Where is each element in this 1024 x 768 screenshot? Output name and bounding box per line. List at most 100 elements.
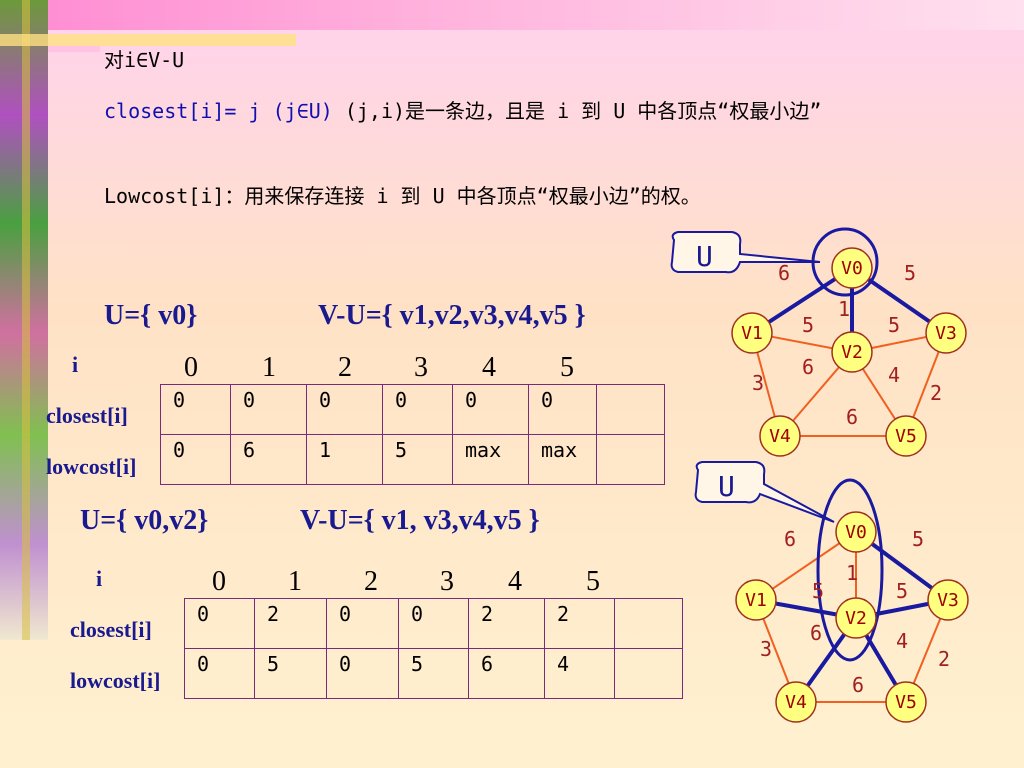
closest-label-step1: closest[i]	[46, 403, 128, 428]
closest-row: 0 0 0 0 0 0	[160, 384, 665, 435]
node-label: V2	[841, 342, 863, 363]
u-set-step1: U={ v0}	[104, 300, 198, 331]
index-header: 4	[508, 566, 522, 597]
graph-step2: U V0 V1 V2 V3 V4 V5 6 5 1 5 5 6 4 3 2 6	[694, 461, 969, 723]
edge-weight: 5	[802, 313, 814, 337]
edge-weight: 6	[852, 673, 864, 697]
edge-weight: 5	[896, 579, 908, 603]
lowcost-cell: 0	[160, 434, 231, 485]
edge-weight: 4	[896, 629, 908, 653]
i-label-step2: i	[96, 566, 103, 591]
node-label: V1	[745, 590, 767, 611]
lowcost-cell: max	[452, 434, 529, 485]
u-callout-label: U	[696, 240, 713, 273]
edge-weight: 1	[838, 297, 850, 321]
node-v0	[831, 247, 873, 289]
node-label: V4	[785, 692, 807, 713]
node-v3	[927, 579, 969, 621]
node-v4	[775, 681, 817, 723]
index-header: 3	[440, 566, 454, 597]
array-table-step1: 0 0 0 0 0 0 0 6 1 5 max max	[160, 384, 665, 485]
index-header: 2	[338, 352, 352, 383]
vu-set-step2: V-U={ v1, v3,v4,v5 }	[300, 505, 540, 536]
empty-cell	[614, 648, 683, 699]
node-v0	[835, 511, 877, 553]
edge-weight: 6	[802, 355, 814, 379]
edge-weight: 2	[938, 647, 950, 671]
node-label: V0	[841, 258, 863, 279]
lowcost-cell-min: 4	[544, 648, 615, 699]
closest-cell: 0	[160, 384, 231, 435]
node-label: V3	[935, 323, 957, 344]
lowcost-label-step1: lowcost[i]	[46, 454, 137, 479]
node-v2	[831, 331, 873, 373]
node-label: V4	[769, 426, 791, 447]
empty-cell	[614, 598, 683, 649]
node-v5	[885, 681, 927, 723]
u-callout-bubble	[694, 461, 835, 523]
lowcost-cell: 6	[230, 434, 307, 485]
u-set-step2: U={ v0,v2}	[80, 505, 209, 536]
left-decor-stripe	[22, 0, 30, 640]
array-table-step2: 0 2 0 0 2 2 0 5 0 5 6 4	[184, 598, 683, 699]
node-label: V3	[937, 590, 959, 611]
node-v2	[835, 597, 877, 639]
node-v1	[731, 312, 773, 354]
closest-label-step2: closest[i]	[70, 617, 152, 642]
index-header: 5	[586, 566, 600, 597]
node-v5	[885, 415, 927, 457]
node-v1	[735, 579, 777, 621]
definition-line-3: Lowcost[i]：用来保存连接 i 到 U 中各顶点“权最小边”的权。	[104, 184, 701, 208]
lowcost-row: 0 6 1 5 max max	[160, 434, 665, 485]
u-callout-label: U	[718, 470, 735, 503]
node-label: V5	[895, 692, 917, 713]
edge-weight: 6	[778, 261, 790, 285]
closest-explanation: (j,i)是一条边，且是 i 到 U 中各顶点“权最小边”	[332, 99, 822, 123]
index-header: 4	[482, 352, 496, 383]
node-label: V2	[845, 608, 867, 629]
definition-line-1: 对i∈V-U	[104, 48, 185, 72]
empty-cell	[596, 384, 665, 435]
node-label: V5	[895, 426, 917, 447]
closest-cell: 0	[398, 598, 469, 649]
node-v4	[759, 415, 801, 457]
closest-cell: 0	[184, 598, 255, 649]
edge-weight: 1	[846, 561, 858, 585]
lowcost-cell: 5	[254, 648, 327, 699]
index-header: 5	[560, 352, 574, 383]
closest-cell: 0	[230, 384, 307, 435]
header-accent-bar	[0, 34, 296, 46]
lowcost-cell: 0	[326, 648, 399, 699]
empty-cell	[596, 434, 665, 485]
i-label-step1: i	[72, 352, 79, 377]
closest-cell: 0	[528, 384, 597, 435]
closest-cell: 0	[382, 384, 453, 435]
closest-row: 0 2 0 0 2 2	[184, 598, 683, 649]
vu-set-step1: V-U={ v1,v2,v3,v4,v5 }	[318, 300, 586, 331]
index-header: 0	[184, 352, 198, 383]
top-decor-band	[0, 0, 1024, 30]
edge-weight: 5	[812, 579, 824, 603]
closest-definition: closest[i]= j (j∈U)	[104, 99, 333, 123]
index-header: 0	[212, 566, 226, 597]
edge-weight: 3	[760, 637, 772, 661]
index-header: 1	[262, 352, 276, 383]
edge-weight: 6	[846, 405, 858, 429]
lowcost-cell: 0	[184, 648, 255, 699]
index-header: 2	[364, 566, 378, 597]
lowcost-row: 0 5 0 5 6 4	[184, 648, 683, 699]
closest-cell: 0	[452, 384, 529, 435]
lowcost-cell: 5	[398, 648, 469, 699]
edge-weight: 2	[930, 381, 942, 405]
edge-weight: 6	[810, 621, 822, 645]
edge-weight: 6	[784, 527, 796, 551]
lowcost-cell: max	[528, 434, 597, 485]
lowcost-cell-min: 1	[306, 434, 383, 485]
lowcost-cell: 6	[468, 648, 545, 699]
u-set-outline	[816, 478, 884, 662]
node-label: V0	[845, 522, 867, 543]
lowcost-cell: 5	[382, 434, 453, 485]
index-header: 1	[288, 566, 302, 597]
closest-cell: 0	[326, 598, 399, 649]
graph-step1: U V0 V1 V2 V3 V4 V5 6 5 1 5 5 6 4 3 2 6	[670, 227, 967, 457]
